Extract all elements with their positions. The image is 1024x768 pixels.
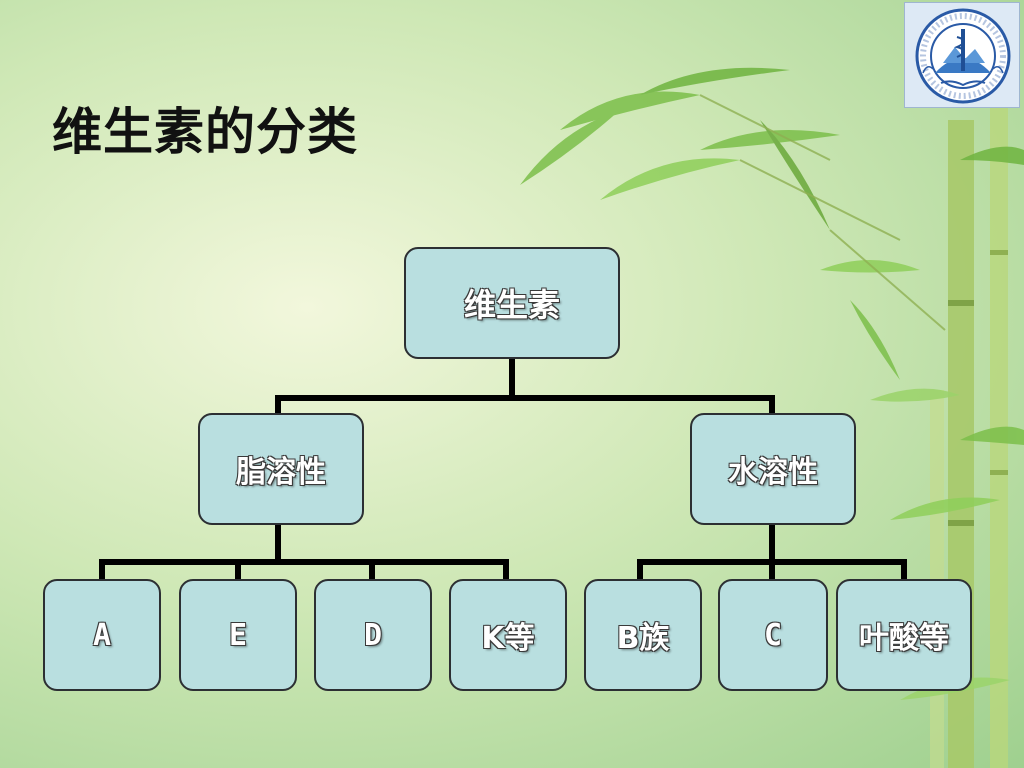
node-root-vitamins: 维生素 <box>404 247 620 359</box>
connector-water-soluble-to-leaves <box>637 521 907 583</box>
node-folic-acid-etc: 叶酸等 <box>836 579 972 691</box>
bamboo-twigs <box>699 94 946 331</box>
slide-title: 维生素的分类 <box>52 103 358 161</box>
node-vitamin-d: D <box>314 579 432 691</box>
connector-fat-soluble-to-leaves <box>99 521 509 583</box>
organization-logo <box>904 2 1020 108</box>
node-water-soluble: 水溶性 <box>690 413 856 525</box>
bamboo-leaves <box>520 67 1024 700</box>
node-vitamin-e: E <box>179 579 297 691</box>
node-fat-soluble: 脂溶性 <box>198 413 364 525</box>
node-vitamin-b-group: B族 <box>584 579 702 691</box>
node-vitamin-k-etc: K等 <box>449 579 567 691</box>
node-vitamin-a: A <box>43 579 161 691</box>
node-vitamin-c: C <box>718 579 828 691</box>
logo-emblem-icon <box>915 8 1011 104</box>
connector-root-to-groups <box>275 355 775 417</box>
